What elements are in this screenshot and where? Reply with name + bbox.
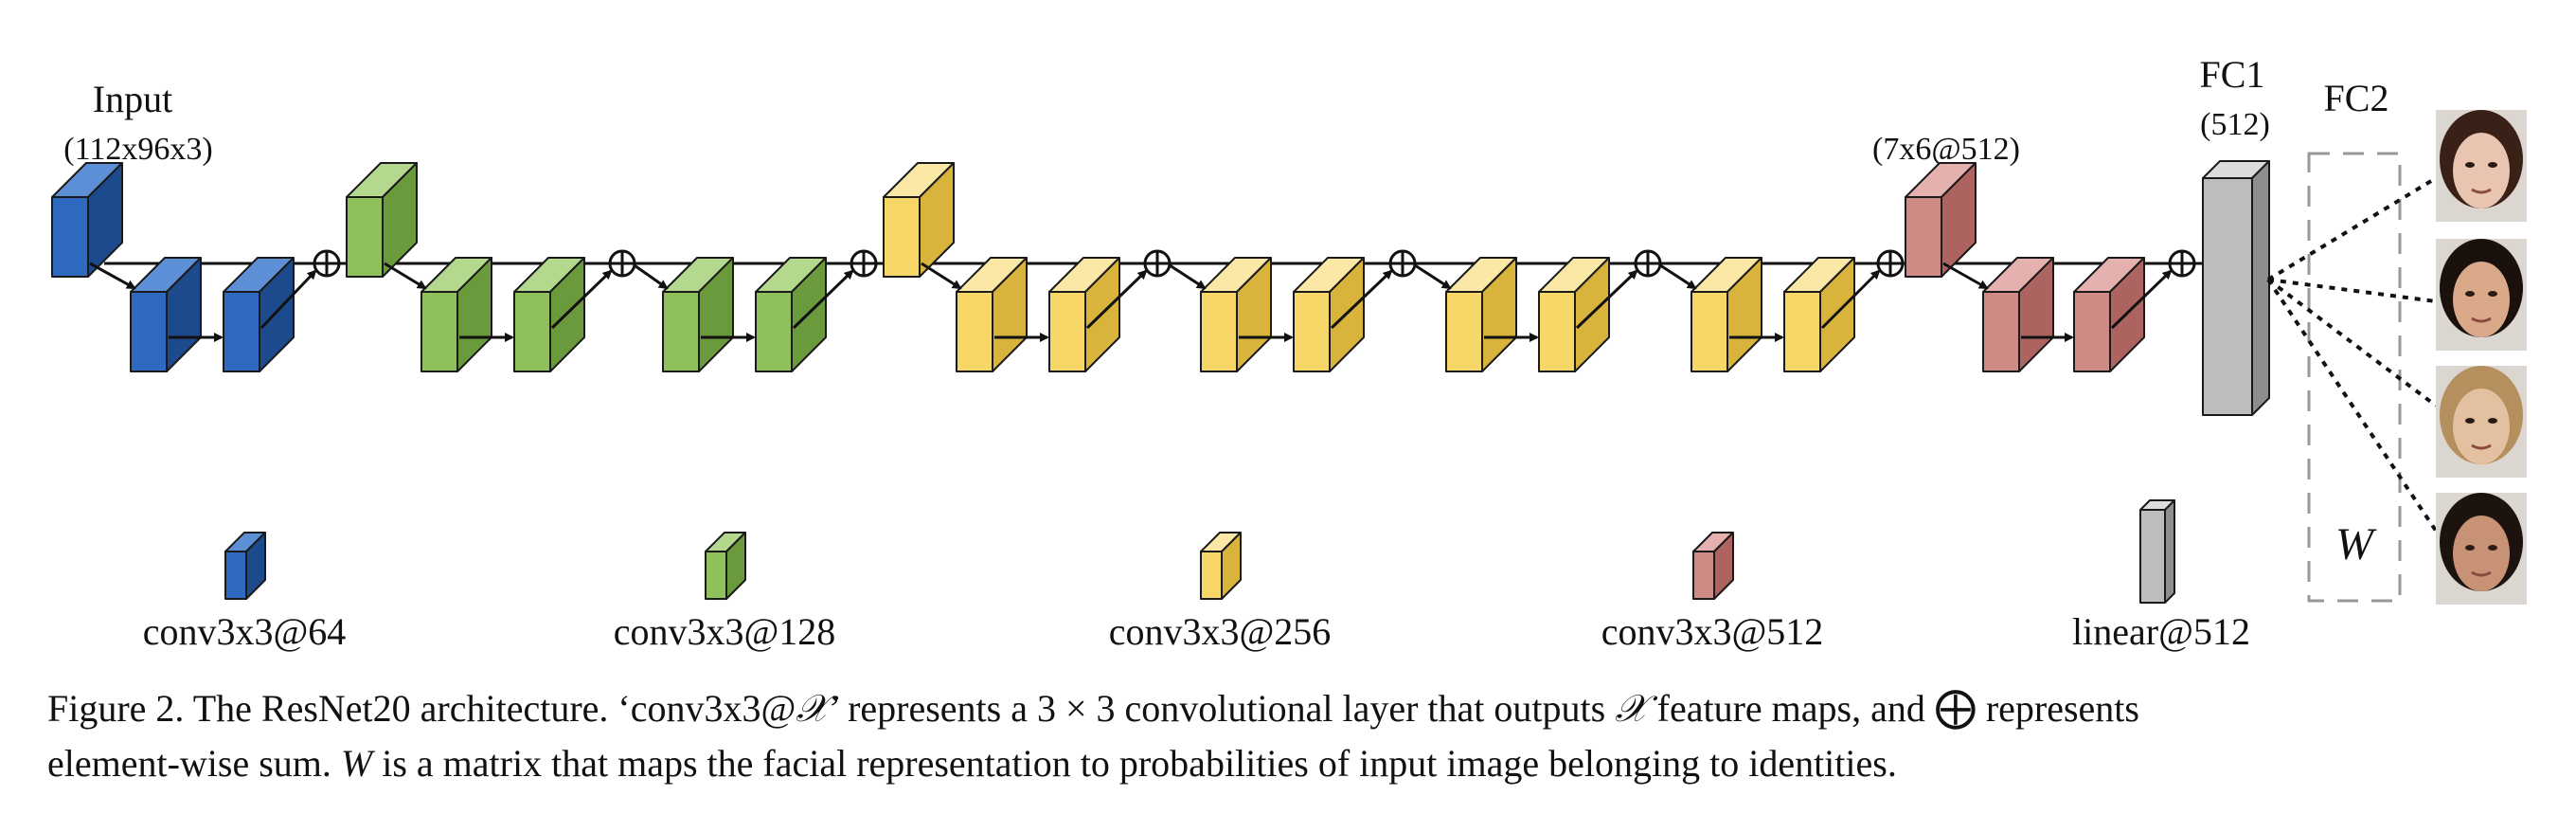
conv-block-2a [420, 257, 492, 372]
input-dims: (112x96x3) [63, 132, 212, 167]
arrow-up-8 [2110, 269, 2173, 330]
legend-item-1: conv3x3@64 [143, 532, 347, 653]
arrow-down-1 [89, 262, 136, 290]
conv-block-3b [755, 257, 827, 372]
arrow-down-3 [631, 262, 669, 290]
identity-faces [2436, 110, 2527, 605]
conv-block-8a [1982, 257, 2054, 372]
legend-swatch-1 [224, 532, 266, 600]
arrow-down-7 [1656, 262, 1697, 290]
conv-block-6a [1445, 257, 1517, 372]
caption-line-2: element-wise sum. W is a matrix that map… [47, 742, 1897, 785]
legend-swatch-5 [2139, 499, 2175, 604]
conv-block-2b [513, 257, 585, 372]
sum-node-3 [850, 249, 878, 278]
sum-node-2 [608, 249, 636, 278]
conv-block-8b [2073, 257, 2145, 372]
conv-block-5a [1200, 257, 1272, 372]
caption-line-1: Figure 2. The ResNet20 architecture. ‘co… [47, 684, 2139, 731]
arrow-up-3 [792, 269, 854, 330]
face-4 [2436, 493, 2527, 605]
conv-block-7b [1783, 257, 1855, 372]
top-block-4 [883, 162, 955, 278]
arrow-up-6 [1575, 269, 1638, 330]
sum-node-1 [313, 249, 341, 278]
legend-item-4: conv3x3@512 [1601, 532, 1824, 653]
arrow-down-2 [384, 262, 427, 290]
fc2-connections [2266, 176, 2438, 533]
sum-node-7 [1876, 249, 1905, 278]
arrow-up-2 [550, 269, 613, 330]
arrow-up-7 [1820, 269, 1881, 330]
arrow-up-1 [259, 269, 317, 330]
resnet20-diagram: Input (112x96x3) (7x6@512) FC1 (512) FC2… [51, 53, 2527, 653]
conv-block-3a [662, 257, 734, 372]
layer-blocks [51, 160, 2270, 416]
top-block-8 [1905, 162, 1977, 278]
conv-block-7a [1690, 257, 1762, 372]
conv-block-1b [223, 257, 295, 372]
legend-label-2: conv3x3@128 [614, 610, 836, 653]
sum-node-8 [2168, 249, 2196, 278]
legend-label-5: linear@512 [2072, 610, 2250, 653]
face-1 [2436, 110, 2527, 222]
conv-block-4a [956, 257, 1028, 372]
sum-node-6 [1634, 249, 1662, 278]
legend-item-3: conv3x3@256 [1109, 532, 1332, 653]
arrow-down-8 [1942, 262, 1989, 290]
conv-block-4b [1048, 257, 1120, 372]
fc1-block [2202, 160, 2270, 416]
legend-label-1: conv3x3@64 [143, 610, 347, 653]
conv-block-6b [1538, 257, 1610, 372]
arrow-down-4 [921, 262, 962, 290]
fc2-title: FC2 [2324, 77, 2389, 119]
conv-block-5b [1293, 257, 1365, 372]
arrow-up-5 [1330, 269, 1393, 330]
arrow-up-4 [1085, 269, 1148, 330]
face-2 [2436, 239, 2527, 351]
figure-caption: Figure 2. The ResNet20 architecture. ‘co… [47, 680, 2538, 791]
w-label: W [2335, 519, 2377, 570]
legend-label-4: conv3x3@512 [1601, 610, 1824, 653]
arrow-down-5 [1166, 262, 1207, 290]
fc1-title: FC1 [2200, 53, 2265, 96]
face-3 [2436, 366, 2527, 478]
legend-swatch-2 [705, 532, 746, 600]
top-block-2 [346, 162, 418, 278]
stage4-dims: (7x6@512) [1872, 132, 2020, 167]
legend-swatch-4 [1692, 532, 1734, 600]
sum-node-4 [1143, 249, 1172, 278]
input-title: Input [93, 78, 172, 120]
legend: conv3x3@64 conv3x3@128 conv3x3@256 conv3x3@… [143, 499, 2250, 653]
sum-nodes [313, 249, 2196, 278]
conv-block-1a [130, 257, 202, 372]
arrow-down-6 [1411, 262, 1452, 290]
fc1-dims: (512) [2200, 107, 2270, 142]
arrows [89, 262, 2202, 342]
legend-label-3: conv3x3@256 [1109, 610, 1332, 653]
legend-item-5: linear@512 [2072, 499, 2250, 653]
legend-item-2: conv3x3@128 [614, 532, 836, 653]
legend-swatch-3 [1200, 532, 1242, 600]
oplus-symbol: ⨁ [1934, 684, 1977, 731]
sum-node-5 [1388, 249, 1417, 278]
top-block-1 [51, 162, 123, 278]
